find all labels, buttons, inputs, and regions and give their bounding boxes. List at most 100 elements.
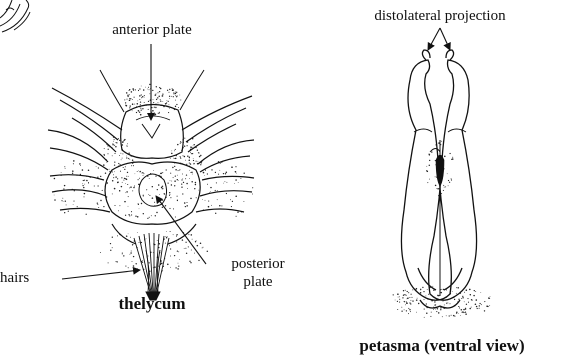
stipple-dot [137, 216, 139, 218]
stipple-dot [193, 160, 194, 161]
stipple-dot [115, 146, 116, 147]
thelycum-stipple [54, 84, 254, 272]
stipple-dot [117, 182, 118, 183]
stipple-dot [82, 183, 83, 184]
stipple-dot [142, 96, 144, 98]
anterior-plate-label: anterior plate [106, 22, 198, 39]
stipple-dot [181, 183, 182, 184]
stipple-dot [424, 299, 425, 300]
stipple-dot [444, 304, 445, 305]
stipple-dot [456, 312, 457, 313]
stipple-dot [154, 266, 155, 267]
stipple-dot [64, 185, 65, 186]
stipple-dot [173, 93, 174, 94]
stipple-dot [178, 251, 179, 252]
stipple-dot [126, 179, 128, 181]
stipple-dot [189, 163, 190, 164]
stipple-dot [175, 175, 176, 176]
stipple-dot [149, 93, 150, 94]
stipple-dot [226, 182, 227, 183]
stipple-dot [182, 155, 183, 156]
stipple-dot [96, 166, 97, 167]
stipple-dot [426, 303, 427, 304]
stipple-dot [120, 171, 121, 172]
stipple-dot [187, 155, 188, 156]
stipple-dot [184, 248, 185, 249]
stipple-dot [176, 236, 177, 237]
stipple-dot [80, 165, 81, 166]
stipple-dot [240, 178, 241, 179]
stipple-dot [154, 115, 155, 116]
stipple-dot [136, 112, 137, 113]
stipple-dot [457, 287, 459, 289]
stipple-dot [121, 159, 122, 160]
stipple-dot [432, 286, 433, 287]
stipple-dot [190, 172, 191, 173]
stipple-dot [174, 166, 175, 167]
stipple-dot [128, 196, 129, 197]
stipple-dot [65, 168, 66, 169]
stipple-dot [118, 210, 119, 211]
stipple-dot [211, 205, 212, 206]
stipple-dot [215, 172, 216, 173]
stipple-dot [177, 250, 178, 251]
stipple-dot [153, 102, 154, 103]
stipple-dot [411, 297, 412, 298]
stipple-dot [434, 301, 435, 302]
stipple-dot [223, 173, 224, 174]
stipple-dot [225, 173, 226, 174]
stipple-dot [186, 202, 187, 203]
stipple-dot [175, 158, 177, 160]
stipple-dot [98, 207, 99, 208]
stipple-dot [131, 211, 132, 212]
stipple-dot [179, 170, 180, 171]
stipple-dot [431, 151, 432, 152]
stipple-dot [173, 92, 174, 93]
stipple-dot [435, 309, 436, 310]
stipple-dot [132, 99, 133, 100]
stipple-dot [130, 252, 132, 254]
stipple-dot [66, 204, 67, 205]
stipple-dot [186, 253, 187, 254]
stipple-dot [137, 103, 139, 105]
stipple-dot [177, 144, 178, 145]
stipple-dot [481, 304, 482, 305]
stipple-dot [73, 160, 75, 162]
stipple-dot [243, 201, 244, 202]
stipple-dot [407, 291, 408, 292]
stipple-dot [138, 110, 140, 112]
stipple-dot [176, 234, 177, 235]
stipple-dot [126, 235, 127, 236]
stipple-dot [216, 182, 217, 183]
stipple-dot [429, 154, 430, 155]
stipple-dot [175, 216, 176, 217]
stipple-dot [162, 172, 163, 173]
stipple-dot [84, 196, 85, 197]
stipple-dot [88, 183, 89, 184]
stipple-dot [423, 291, 424, 292]
stipple-dot [187, 145, 188, 146]
stipple-dot [125, 105, 126, 106]
stipple-dot [130, 186, 132, 188]
stipple-dot [122, 253, 123, 254]
stipple-dot [232, 201, 233, 202]
stipple-dot [122, 158, 123, 159]
stipple-dot [442, 316, 443, 317]
stipple-dot [142, 108, 143, 109]
stipple-dot [186, 205, 187, 206]
stipple-dot [148, 101, 149, 102]
stipple-dot [153, 170, 154, 171]
stipple-dot [418, 303, 419, 304]
stipple-dot [416, 299, 418, 301]
stipple-dot [408, 298, 409, 299]
stipple-dot [168, 101, 169, 102]
petasma-caption: petasma (ventral view) [324, 337, 560, 356]
stipple-dot [198, 260, 199, 261]
stipple-dot [178, 266, 179, 267]
stipple-dot [158, 184, 160, 186]
stipple-dot [200, 164, 201, 165]
stipple-dot [416, 288, 418, 290]
stipple-dot [124, 169, 125, 170]
